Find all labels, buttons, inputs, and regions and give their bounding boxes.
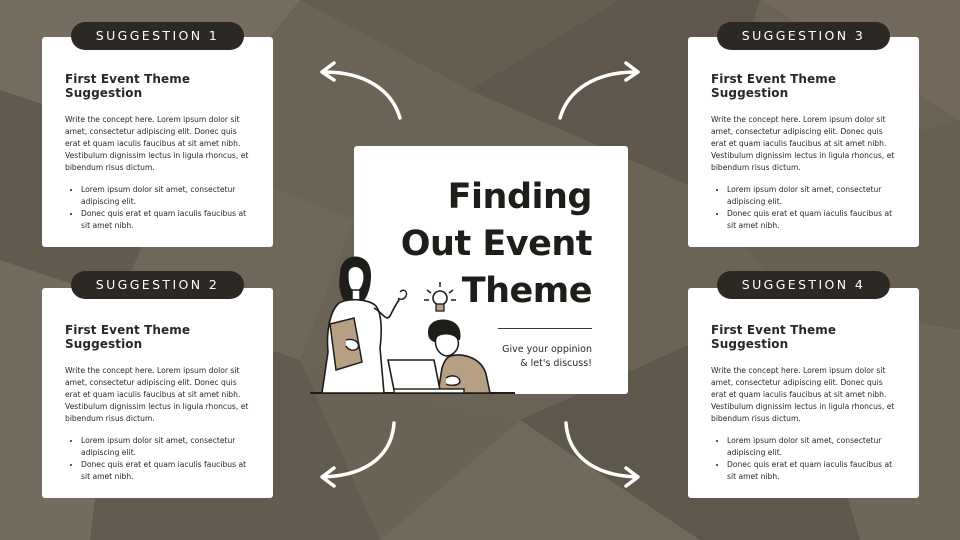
list-item: Donec quis erat et quam iaculis faucibus…: [727, 459, 897, 483]
card-body: Write the concept here. Lorem ipsum dolo…: [711, 115, 895, 172]
card-title: First Event Theme Suggestion: [65, 72, 191, 100]
subtitle: Give your oppinion & let's discuss!: [502, 343, 592, 371]
list-item: Donec quis erat et quam iaculis faucibus…: [81, 208, 251, 232]
curved-arrow-icon: [320, 61, 402, 120]
card-body: Write the concept here. Lorem ipsum dolo…: [65, 115, 249, 172]
card-title: First Event Theme Suggestion: [65, 323, 191, 351]
curved-arrow-icon: [558, 61, 640, 120]
suggestion-label-4: SUGGESTION 4: [717, 271, 890, 299]
card-title: First Event Theme Suggestion: [711, 72, 837, 100]
list-item: Lorem ipsum dolor sit amet, consectetur …: [727, 184, 897, 208]
card-body: Write the concept here. Lorem ipsum dolo…: [65, 366, 249, 423]
suggestion-card-2: First Event Theme Suggestion Write the c…: [42, 288, 273, 498]
card-body: Write the concept here. Lorem ipsum dolo…: [711, 366, 895, 423]
list-item: Lorem ipsum dolor sit amet, consectetur …: [81, 435, 251, 459]
card-bullet-list: Lorem ipsum dolor sit amet, consectetur …: [65, 435, 251, 483]
subtitle-line: Give your oppinion: [502, 344, 592, 355]
card-title: First Event Theme Suggestion: [711, 323, 837, 351]
list-item: Donec quis erat et quam iaculis faucibus…: [81, 459, 251, 483]
curved-arrow-icon: [320, 421, 396, 488]
title-line: Theme: [461, 271, 593, 311]
divider: [498, 328, 592, 329]
title-line: Out Event: [400, 224, 593, 264]
suggestion-card-4: First Event Theme Suggestion Write the c…: [688, 288, 919, 498]
list-item: Lorem ipsum dolor sit amet, consectetur …: [81, 184, 251, 208]
list-item: Donec quis erat et quam iaculis faucibus…: [727, 208, 897, 232]
subtitle-line: & let's discuss!: [520, 358, 592, 369]
page-title: Finding Out Event Theme: [400, 174, 593, 315]
card-bullet-list: Lorem ipsum dolor sit amet, consectetur …: [711, 184, 897, 232]
two-people-laptop-illustration: [310, 256, 515, 394]
card-bullet-list: Lorem ipsum dolor sit amet, consectetur …: [65, 184, 251, 232]
center-card: Finding Out Event Theme Give your oppini…: [354, 146, 628, 394]
suggestion-card-1: First Event Theme Suggestion Write the c…: [42, 37, 273, 247]
suggestion-card-3: First Event Theme Suggestion Write the c…: [688, 37, 919, 247]
card-bullet-list: Lorem ipsum dolor sit amet, consectetur …: [711, 435, 897, 483]
suggestion-label-3: SUGGESTION 3: [717, 22, 890, 50]
list-item: Lorem ipsum dolor sit amet, consectetur …: [727, 435, 897, 459]
suggestion-label-1: SUGGESTION 1: [71, 22, 244, 50]
suggestion-label-2: SUGGESTION 2: [71, 271, 244, 299]
curved-arrow-icon: [564, 421, 640, 488]
lightbulb-icon: [424, 282, 456, 312]
title-line: Finding: [447, 177, 593, 217]
